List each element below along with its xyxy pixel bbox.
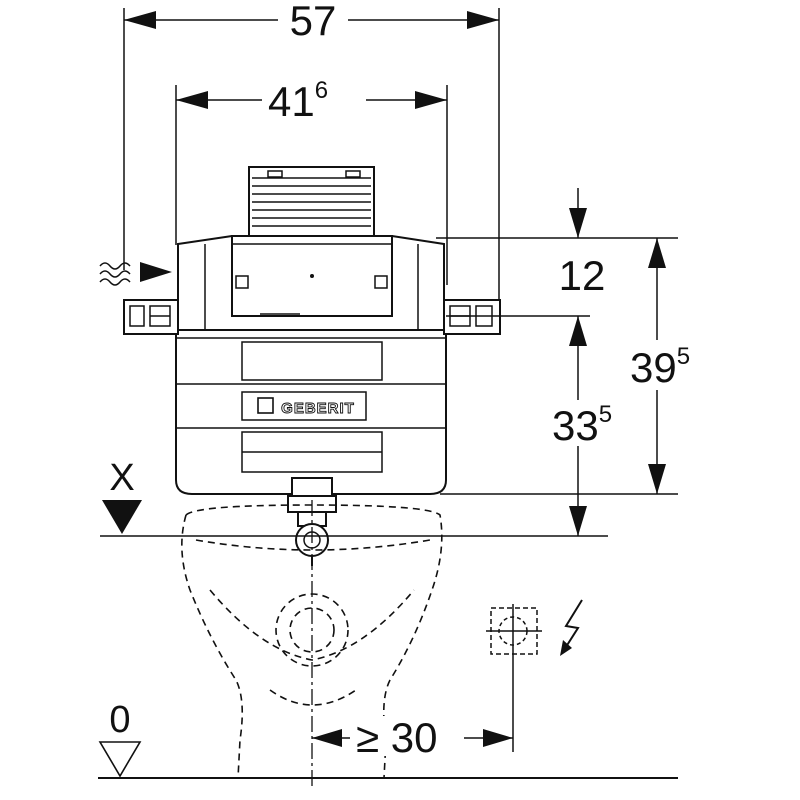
svg-text:GEBERIT: GEBERIT — [281, 400, 355, 417]
wavy-lines-icon — [99, 262, 172, 286]
floor-level: 0 — [98, 699, 678, 779]
x-mark-label: X — [109, 457, 134, 499]
cistern: GEBERIT — [123, 166, 501, 566]
dimension-total-height: 395 — [440, 238, 708, 495]
arrow-left — [124, 11, 156, 29]
arrow-left — [176, 91, 208, 109]
lower-housing — [175, 329, 447, 495]
dimension-frame-width: 416 — [175, 77, 448, 285]
outlet-height-label: 335 — [552, 401, 612, 449]
left-bracket — [123, 299, 179, 335]
right-bracket — [443, 299, 501, 335]
floor-level-label: 0 — [109, 699, 130, 741]
actuation-grille — [248, 166, 375, 240]
x-reference-line: X — [100, 457, 608, 537]
level-triangle-icon — [98, 741, 142, 778]
overall-width-label: 57 — [290, 0, 337, 44]
x-marker-triangle — [102, 500, 142, 534]
svg-text:57: 57 — [290, 0, 337, 44]
dimension-outlet-height: 335 — [546, 316, 636, 536]
dimension-top-offset: 12 — [436, 188, 678, 317]
top-offset-label: 12 — [559, 252, 606, 299]
dimension-overall-width: 57 — [123, 0, 500, 300]
electric-socket-icon — [486, 604, 542, 752]
geberit-logo: GEBERIT — [241, 391, 367, 421]
total-height-label: 395 — [630, 343, 690, 391]
arrow-right — [415, 91, 447, 109]
arrow-right — [467, 11, 499, 29]
lightning-icon — [560, 599, 583, 656]
socket-distance-label: ≥ 30 — [356, 714, 437, 761]
dimension-socket-distance: ≥ 30 — [312, 714, 513, 761]
frame-width-label: 416 — [268, 77, 328, 125]
